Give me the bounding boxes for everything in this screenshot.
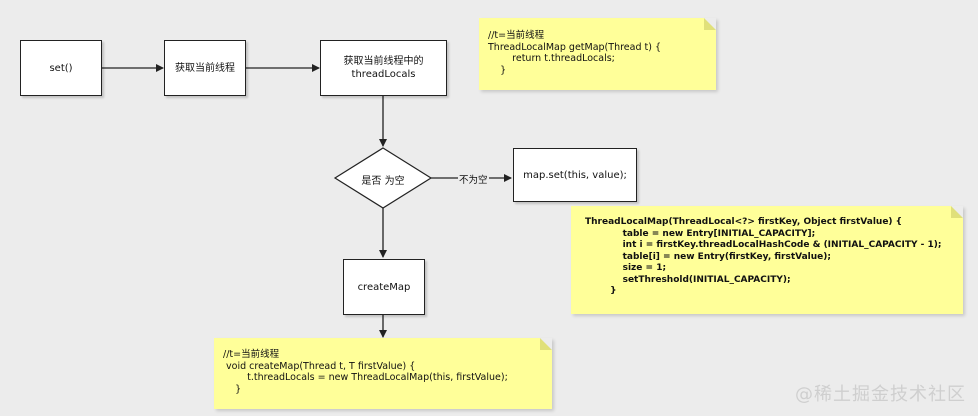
note-create-map-text: //t=当前线程 void createMap(Thread t, T firs… — [223, 349, 508, 395]
node-set[interactable]: set() — [20, 40, 102, 96]
watermark: @稀土掘金技术社区 — [795, 384, 966, 405]
note-constructor-text: ThreadLocalMap(ThreadLocal<?> firstKey, … — [585, 217, 942, 296]
note-thread-local-map-constructor: ThreadLocalMap(ThreadLocal<?> firstKey, … — [571, 206, 963, 314]
node-get-thread-locals[interactable]: 获取当前线程中的 threadLocals — [320, 40, 447, 96]
note-fold — [540, 338, 552, 350]
note-get-map-text: //t=当前线程 ThreadLocalMap getMap(Thread t)… — [488, 30, 661, 76]
edge-label-not-null: 不为空 — [458, 172, 489, 186]
node-get-current-thread[interactable]: 获取当前线程 — [164, 40, 246, 96]
note-fold — [704, 18, 716, 30]
node-create-map[interactable]: createMap — [343, 259, 425, 315]
decision-label: 是否 为空 — [361, 176, 405, 187]
node-map-set[interactable]: map.set(this, value); — [513, 148, 637, 202]
note-fold — [951, 206, 963, 218]
note-get-map: //t=当前线程 ThreadLocalMap getMap(Thread t)… — [479, 18, 716, 90]
note-create-map: //t=当前线程 void createMap(Thread t, T firs… — [214, 338, 552, 409]
